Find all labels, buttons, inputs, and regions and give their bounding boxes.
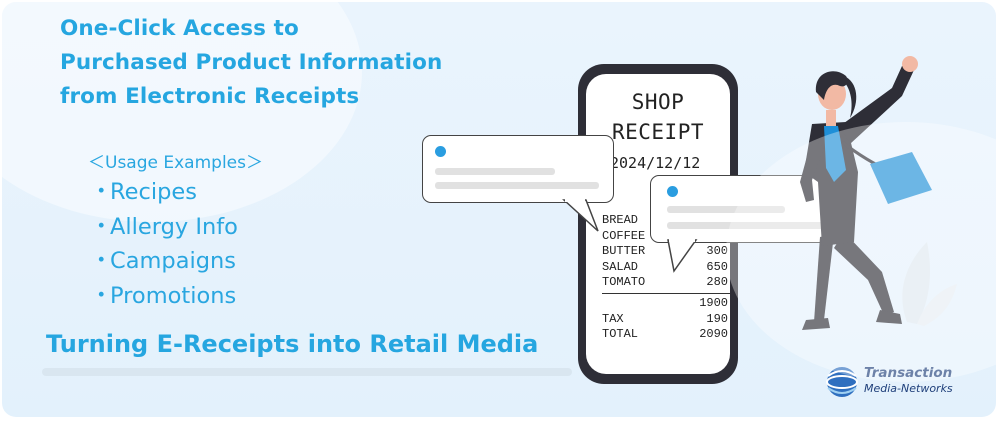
bubble-text-line (435, 168, 555, 175)
usage-examples-title: ＜Usage Examples＞ (88, 153, 263, 173)
usage-item-promotions: ・Promotions (90, 279, 238, 314)
item-name: TOMATO (602, 275, 646, 289)
receipt-divider (602, 293, 730, 294)
usage-item-campaigns: ・Campaigns (90, 244, 238, 279)
item-price: 650 (706, 259, 728, 274)
receipt-items: BREAD COFFEE BUTTER 300 SALAD 650 TOMATO 28… (602, 213, 728, 291)
item-price: 300 (706, 244, 728, 258)
item-name: SALAD (602, 259, 639, 274)
total-row: TOTAL 2090 (602, 327, 728, 343)
bubble-dot-icon (667, 186, 678, 197)
tagline-underline (42, 368, 572, 376)
headline: One-Click Access to Purchased Product In… (60, 12, 442, 114)
headline-line-1: One-Click Access to (60, 16, 299, 41)
tagline: Turning E-Receipts into Retail Media (46, 330, 539, 358)
item-name: BREAD (602, 213, 639, 227)
receipt-title-line-1: SHOP (631, 90, 685, 114)
usage-item-allergy-info: ・Allergy Info (90, 210, 238, 245)
tax-value: 190 (706, 311, 728, 326)
item-price: 280 (706, 275, 728, 289)
usage-item-recipes: ・Recipes (90, 175, 238, 210)
bullet: ・ (90, 179, 113, 205)
globe-logo-icon (826, 367, 858, 397)
logo-title: Transaction (864, 365, 953, 381)
usage-examples-list: ・Recipes ・Allergy Info ・Campaigns ・Promo… (90, 175, 238, 313)
bullet: ・ (90, 248, 113, 274)
item-name: BUTTER (602, 244, 646, 258)
total-value: 2090 (699, 327, 728, 341)
receipt-row: BREAD (602, 213, 728, 229)
total-label: TOTAL (602, 327, 639, 341)
usage-item-label: Campaigns (110, 248, 237, 274)
banner-card: One-Click Access to Purchased Product In… (2, 2, 996, 417)
woman-with-bag-illustration (800, 56, 957, 330)
tax-row: TAX 190 (602, 312, 728, 328)
usage-item-label: Recipes (110, 179, 197, 205)
bubble-text-line (667, 222, 835, 229)
message-bubble-1 (422, 135, 614, 203)
bullet: ・ (90, 282, 113, 309)
bubble-dot-icon (435, 146, 446, 157)
receipt-date: 2024/12/12 (610, 154, 701, 172)
company-logo: Transaction Media-Networks (822, 364, 972, 404)
receipt-row: COFFEE (602, 229, 728, 245)
usage-item-label: Allergy Info (110, 213, 238, 240)
subtotal-row: 1900 (602, 296, 728, 312)
item-name: COFFEE (602, 228, 646, 243)
usage-item-label: Promotions (110, 282, 237, 309)
bubble-text-line (667, 206, 785, 213)
receipt-row: TOMATO 280 (602, 275, 728, 291)
subtotal-value: 1900 (699, 296, 728, 310)
bubble-1-tail (562, 199, 599, 232)
logo-subtitle: Media-Networks (864, 382, 953, 395)
headline-line-3: from Electronic Receipts (60, 84, 360, 109)
tax-label: TAX (602, 311, 624, 326)
receipt-row: BUTTER 300 (602, 244, 728, 260)
bubble-text-line (435, 182, 599, 189)
bubble-2-tail (667, 239, 698, 273)
bullet: ・ (90, 213, 113, 240)
headline-line-2: Purchased Product Information (60, 50, 443, 75)
receipt-totals: 1900 TAX 190 TOTAL 2090 (602, 296, 728, 343)
receipt-title-line-2: RECEIPT (611, 120, 704, 144)
receipt-row: SALAD 650 (602, 260, 728, 276)
